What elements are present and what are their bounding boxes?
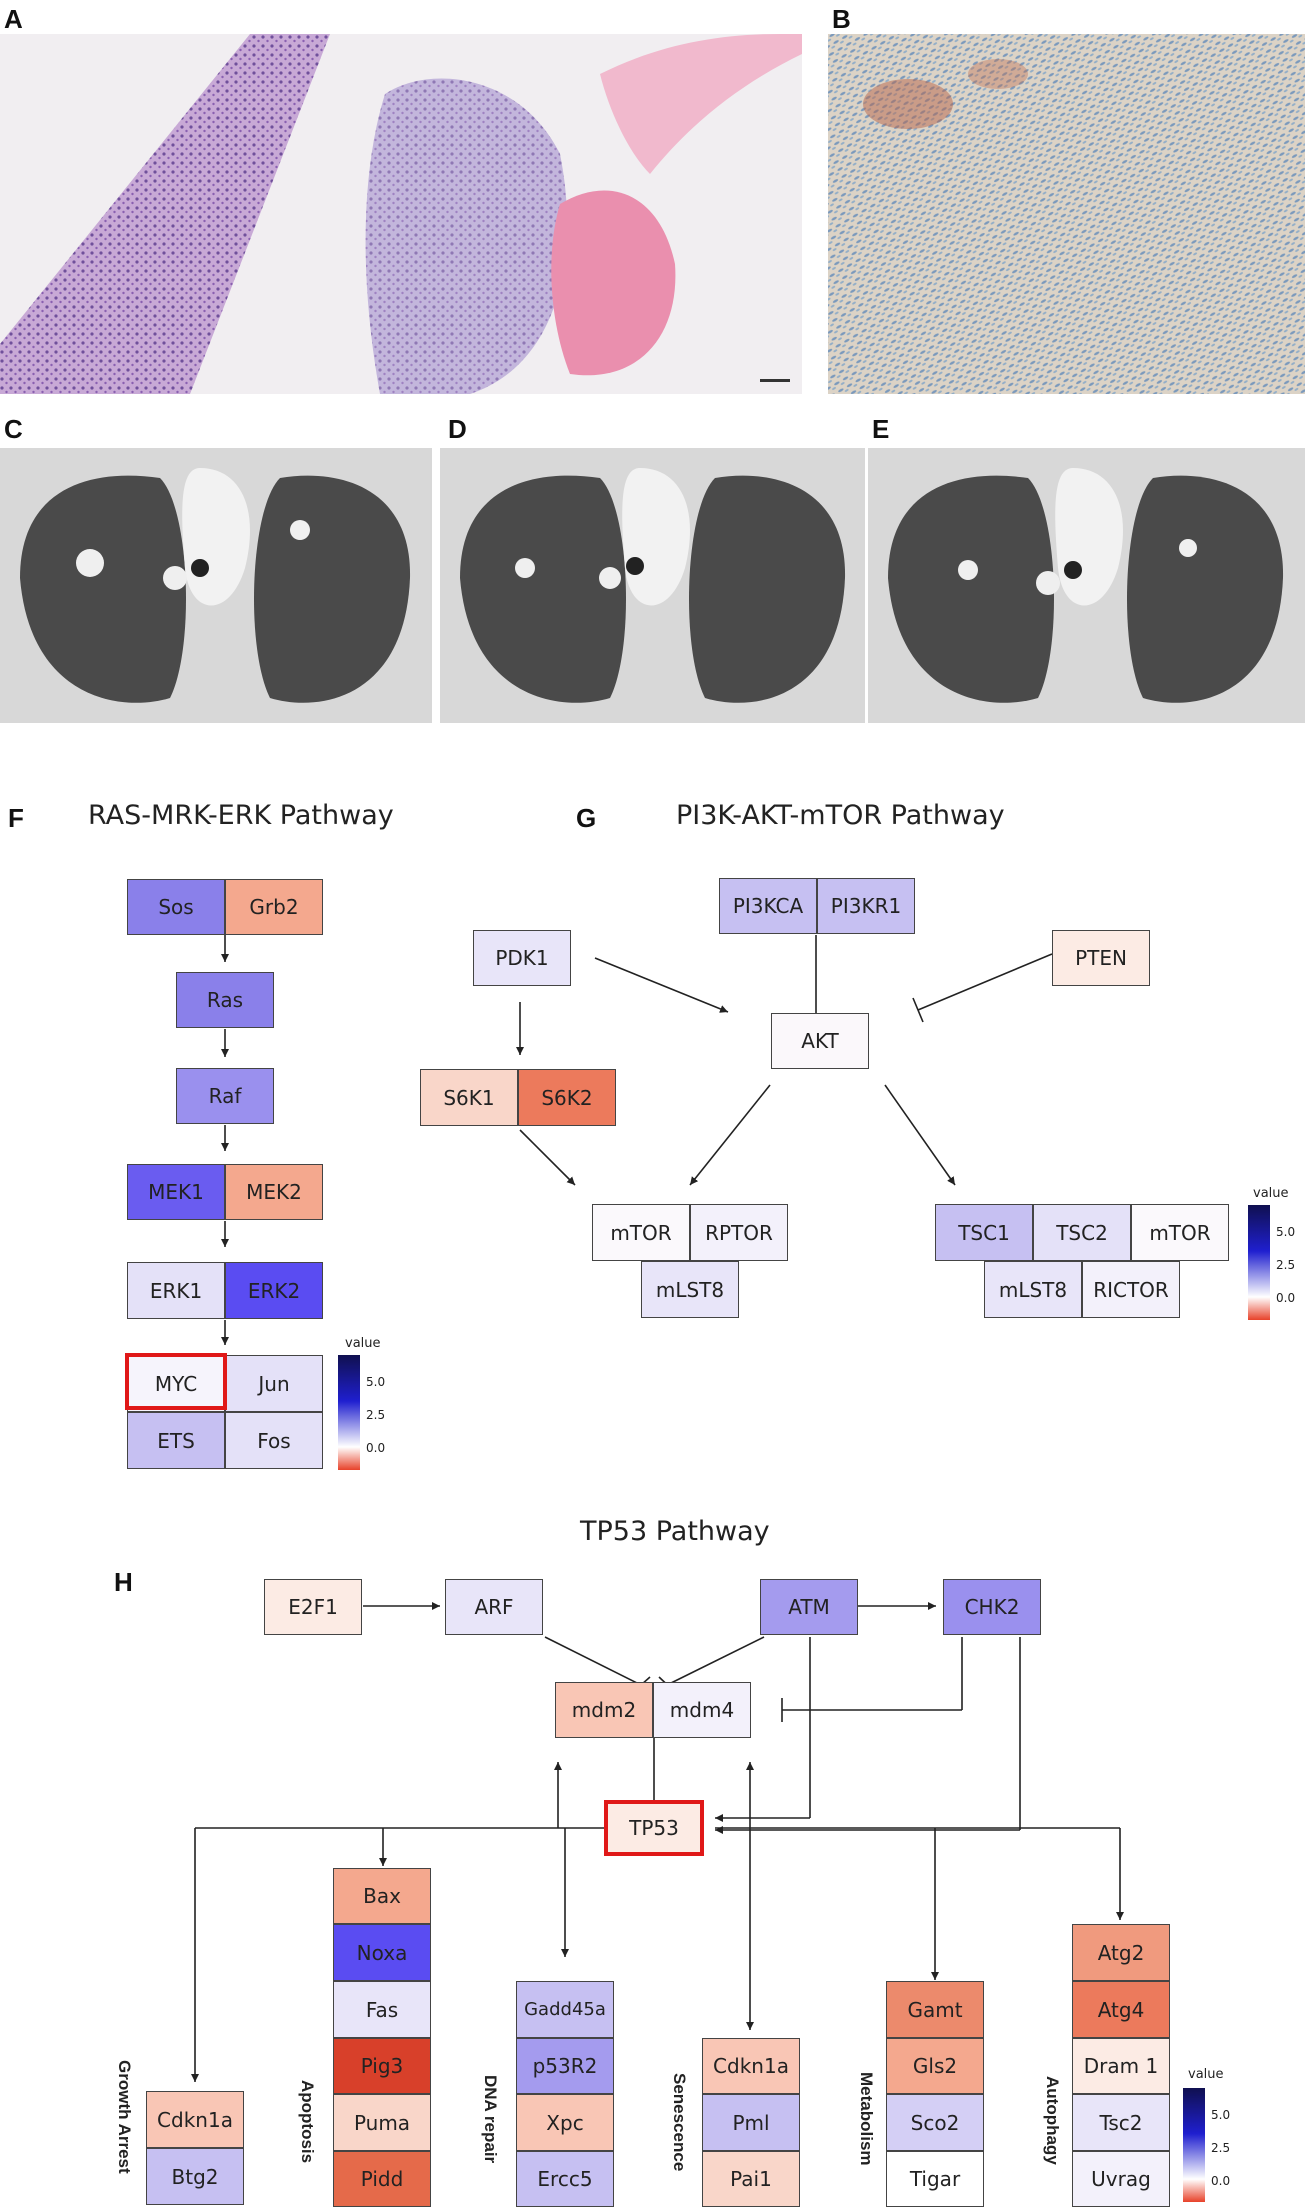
node-akt: AKT: [771, 1013, 869, 1069]
node-mtor-a: mTOR: [592, 1204, 690, 1261]
node-erk1: ERK1: [127, 1262, 225, 1319]
legend-h-tick-0: 0.0: [1211, 2174, 1231, 2188]
node-pml: Pml: [702, 2094, 800, 2151]
legend-h-tick-5: 5.0: [1211, 2108, 1231, 2122]
node-sos: Sos: [127, 879, 225, 935]
legend-h-tick-2: 2.5: [1211, 2141, 1231, 2155]
category-metabolism: Metabolism: [857, 2072, 876, 2166]
node-tsc2: TSC2: [1033, 1204, 1131, 1261]
node-tsc2-autophagy: Tsc2: [1072, 2094, 1170, 2151]
title-tp53-pathway: TP53 Pathway: [580, 1516, 770, 1547]
node-rictor: RICTOR: [1082, 1261, 1180, 1318]
title-ras-pathway: RAS-MRK-ERK Pathway: [88, 800, 394, 831]
panel-label-h: H: [114, 1567, 133, 1597]
node-gls2: Gls2: [886, 2038, 984, 2094]
node-ercc5: Ercc5: [516, 2151, 614, 2207]
node-mdm4: mdm4: [653, 1682, 751, 1738]
ihc-image-b: [828, 34, 1305, 394]
panel-label-e: E: [872, 414, 890, 444]
legend-g-tick-5: 5.0: [1276, 1225, 1296, 1239]
node-myc: MYC: [127, 1355, 225, 1412]
category-senescence: Senescence: [670, 2073, 689, 2172]
legend-f-title: value: [345, 1336, 381, 1351]
node-uvrag: Uvrag: [1072, 2151, 1170, 2207]
node-pig3: Pig3: [333, 2038, 431, 2094]
node-bax: Bax: [333, 1868, 431, 1924]
node-arf: ARF: [445, 1579, 543, 1635]
legend-h-bar: [1183, 2088, 1205, 2202]
node-cdkn1a-senescence: Cdkn1a: [702, 2038, 800, 2094]
node-sco2: Sco2: [886, 2094, 984, 2151]
node-pten: PTEN: [1052, 930, 1150, 986]
node-dram1: Dram 1: [1072, 2038, 1170, 2094]
ct-image-c: [0, 448, 432, 723]
node-ets: ETS: [127, 1412, 225, 1469]
node-gadd45a: Gadd45a: [516, 1981, 614, 2038]
node-xpc: Xpc: [516, 2094, 614, 2151]
node-pi3kca: PI3KCA: [719, 878, 817, 934]
panel-label-a: A: [4, 4, 23, 34]
legend-g-tick-0: 0.0: [1276, 1291, 1296, 1305]
node-jun: Jun: [225, 1355, 323, 1412]
panel-label-f: F: [8, 803, 24, 833]
node-grb2: Grb2: [225, 879, 323, 935]
node-mdm2: mdm2: [555, 1682, 653, 1738]
node-atg2: Atg2: [1072, 1924, 1170, 1981]
ct-image-e: [868, 448, 1305, 723]
title-pi3k-pathway: PI3K-AKT-mTOR Pathway: [676, 800, 1005, 831]
node-s6k1: S6K1: [420, 1069, 518, 1126]
node-cdkn1a-growth: Cdkn1a: [146, 2091, 244, 2148]
node-mlst8-b: mLST8: [984, 1261, 1082, 1318]
node-fas: Fas: [333, 1981, 431, 2038]
node-tp53: TP53: [604, 1800, 704, 1856]
node-atg4: Atg4: [1072, 1981, 1170, 2038]
ct-image-d: [440, 448, 865, 723]
node-tsc1: TSC1: [935, 1204, 1033, 1261]
node-p53r2: p53R2: [516, 2038, 614, 2094]
category-dna-repair: DNA repair: [481, 2075, 500, 2164]
node-tigar: Tigar: [886, 2151, 984, 2207]
panel-label-c: C: [4, 414, 23, 444]
legend-h-title: value: [1188, 2067, 1224, 2082]
panel-label-g: G: [576, 803, 597, 833]
panel-label-d: D: [448, 414, 467, 444]
node-gamt: Gamt: [886, 1981, 984, 2038]
category-autophagy: Autophagy: [1043, 2076, 1062, 2165]
legend-f-tick-5: 5.0: [366, 1375, 386, 1389]
node-fos: Fos: [225, 1412, 323, 1469]
node-pdk1: PDK1: [473, 930, 571, 986]
node-noxa: Noxa: [333, 1924, 431, 1981]
legend-g-bar: [1248, 1205, 1270, 1320]
myc-highlight: [125, 1353, 227, 1410]
node-mlst8-a: mLST8: [641, 1261, 739, 1318]
node-erk2: ERK2: [225, 1262, 323, 1319]
node-pidd: Pidd: [333, 2151, 431, 2207]
legend-f-tick-0: 0.0: [366, 1441, 386, 1455]
node-chk2: CHK2: [943, 1579, 1041, 1635]
legend-g-tick-2: 2.5: [1276, 1258, 1296, 1272]
node-mtor-b: mTOR: [1131, 1204, 1229, 1261]
category-growth-arrest: Growth Arrest: [115, 2060, 134, 2174]
category-apoptosis: Apoptosis: [298, 2080, 317, 2164]
node-e2f1: E2F1: [264, 1579, 362, 1635]
node-rptor: RPTOR: [690, 1204, 788, 1261]
histology-image-a: [0, 34, 802, 394]
legend-f-bar: [338, 1355, 360, 1470]
node-atm: ATM: [760, 1579, 858, 1635]
legend-g-title: value: [1253, 1186, 1289, 1201]
node-pai1: Pai1: [702, 2151, 800, 2207]
node-mek1: MEK1: [127, 1164, 225, 1220]
node-btg2: Btg2: [146, 2148, 244, 2205]
panel-label-b: B: [832, 4, 851, 34]
node-raf: Raf: [176, 1068, 274, 1124]
node-s6k2: S6K2: [518, 1069, 616, 1126]
node-mek2: MEK2: [225, 1164, 323, 1220]
legend-f-tick-2: 2.5: [366, 1408, 386, 1422]
node-pi3kr1: PI3KR1: [817, 878, 915, 934]
node-ras: Ras: [176, 972, 274, 1028]
node-puma: Puma: [333, 2094, 431, 2151]
